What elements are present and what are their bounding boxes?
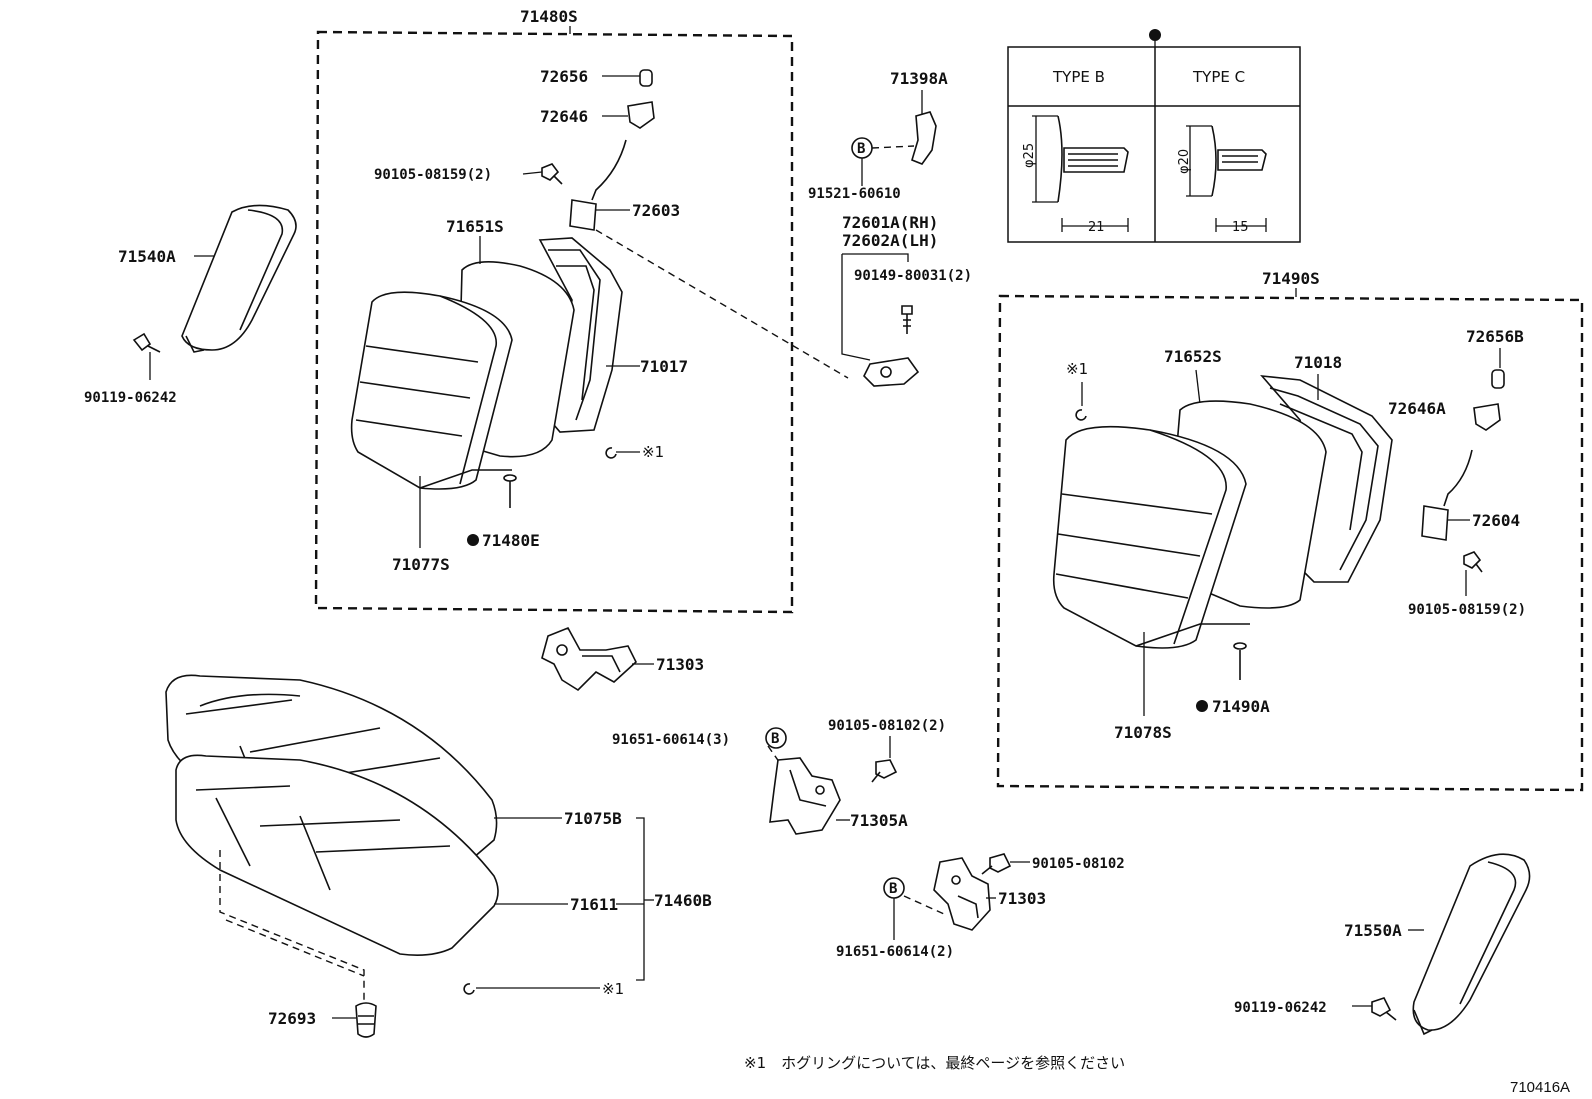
part-71398A-group: 71398A B 91521-60610 — [808, 69, 948, 202]
footnote-hog-ring: ※1 ホグリングについては、最終ページを参照ください — [744, 1054, 1125, 1072]
label-71480E: 71480E — [482, 531, 540, 550]
cover-71077S-shape — [350, 291, 513, 490]
label-90105-08159-a: 90105-08159(2) — [374, 167, 492, 183]
rear-seat-back-lh: 72656 72646 90105-08159(2) 72603 71017 7… — [350, 67, 849, 574]
label-71077S: 71077S — [392, 555, 450, 574]
hinge-72601A-72602A: 72601A(RH) 72602A(LH) 90149-80031(2) — [841, 213, 972, 387]
label-71651S: 71651S — [446, 217, 504, 236]
b-mark-3: B — [889, 881, 897, 897]
part-72656B-shape — [1491, 369, 1505, 389]
type-c-header: TYPE C — [1192, 68, 1245, 86]
label-71480S: 71480S — [520, 7, 578, 26]
label-72646A: 72646A — [1388, 399, 1446, 418]
label-72656: 72656 — [540, 67, 588, 86]
label-71075B: 71075B — [564, 809, 622, 828]
b-mark-2: B — [771, 731, 779, 747]
cover-71078S-shape — [1052, 425, 1247, 649]
label-72604: 72604 — [1472, 511, 1520, 530]
dim-c-length: 15 — [1232, 220, 1249, 235]
dim-b-diameter: φ25 — [1022, 143, 1037, 168]
marker-71480E-icon — [467, 534, 479, 546]
label-71305A: 71305A — [850, 811, 908, 830]
ref-note-3: ※1 — [602, 980, 624, 998]
label-91651-60614-a: 91651-60614(3) — [612, 732, 730, 748]
label-90119-06242-a: 90119-06242 — [84, 390, 177, 406]
marker-71490A-icon — [1196, 700, 1208, 712]
rear-seat-back-rh: ※1 71652S 71018 71078S 71490A 72656B — [1052, 327, 1526, 742]
label-72601A: 72601A(RH) — [842, 213, 938, 232]
part-72656-shape — [639, 69, 653, 87]
ref-note-2: ※1 — [1066, 360, 1088, 378]
seat-cushion-71460B: 71075B 71611 71460B ※1 72693 — [165, 674, 712, 1038]
bolt-90105-08102-a — [875, 759, 898, 779]
label-71611: 71611 — [570, 895, 618, 914]
label-72646: 72646 — [540, 107, 588, 126]
pad-71611-shape — [175, 754, 499, 956]
part-72603-shape — [569, 199, 597, 231]
label-71303-b: 71303 — [998, 889, 1046, 908]
b-mark-1: B — [857, 141, 865, 157]
label-91521-60610: 91521-60610 — [808, 186, 901, 202]
ref-note-1: ※1 — [642, 443, 664, 461]
label-71490S: 71490S — [1262, 269, 1320, 288]
diagram-id: 710416A — [1510, 1079, 1570, 1096]
group-71480S: 71480S — [314, 7, 794, 614]
label-71018: 71018 — [1294, 353, 1342, 372]
clip-type-table: TYPE B TYPE C φ25 21 φ20 — [1007, 29, 1301, 243]
dim-c-diameter: φ20 — [1177, 149, 1192, 174]
label-71540A: 71540A — [118, 247, 176, 266]
label-72693: 72693 — [268, 1009, 316, 1028]
bolt-90119-06242-a — [132, 332, 152, 352]
label-71652S: 71652S — [1164, 347, 1222, 366]
label-72656B: 72656B — [1466, 327, 1524, 346]
label-72602A: 72602A(LH) — [842, 231, 938, 250]
label-71550A: 71550A — [1344, 921, 1402, 940]
part-72646-shape — [627, 101, 655, 129]
label-90149-80031: 90149-80031(2) — [854, 268, 972, 284]
bracket-71303-upper: 71303 — [541, 626, 704, 692]
part-72693-shape — [355, 1002, 377, 1038]
bolt-90119-06242-b — [1371, 997, 1392, 1017]
table-marker-icon — [1149, 29, 1161, 41]
label-71460B: 71460B — [654, 891, 712, 910]
group-71490S: 71490S — [996, 269, 1584, 792]
part-72646A-shape — [1473, 403, 1501, 431]
label-71398A: 71398A — [890, 69, 948, 88]
label-71017: 71017 — [640, 357, 688, 376]
label-71303-a: 71303 — [656, 655, 704, 674]
clip-type-c-drawing: φ20 15 — [1177, 125, 1267, 235]
bracket-71303-lower: 71303 90105-08102 B 91651-60614(2) — [836, 853, 1125, 960]
armrest-71540A: 71540A 90119-06242 — [84, 204, 297, 406]
label-90105-08102-a: 90105-08102(2) — [828, 718, 946, 734]
armrest-71550A: 71550A 90119-06242 — [1234, 853, 1531, 1036]
label-90105-08159-b: 90105-08159(2) — [1408, 602, 1526, 618]
bracket-71305A: 91651-60614(3) B 71305A 90105-08102(2) — [612, 718, 946, 835]
part-72604-shape — [1421, 505, 1449, 541]
label-71078S: 71078S — [1114, 723, 1172, 742]
label-72603: 72603 — [632, 201, 680, 220]
label-90105-08102-b: 90105-08102 — [1032, 856, 1125, 872]
part-71398A-shape — [911, 111, 937, 165]
label-71490A: 71490A — [1212, 697, 1270, 716]
bolt-90149-80031 — [901, 305, 913, 315]
label-90119-06242-b: 90119-06242 — [1234, 1000, 1327, 1016]
dim-b-length: 21 — [1088, 220, 1105, 235]
label-91651-60614-b: 91651-60614(2) — [836, 944, 954, 960]
clip-type-b-drawing: φ25 21 — [1022, 115, 1129, 235]
bolt-90105-08102-b — [989, 853, 1012, 873]
type-b-header: TYPE B — [1052, 68, 1105, 86]
